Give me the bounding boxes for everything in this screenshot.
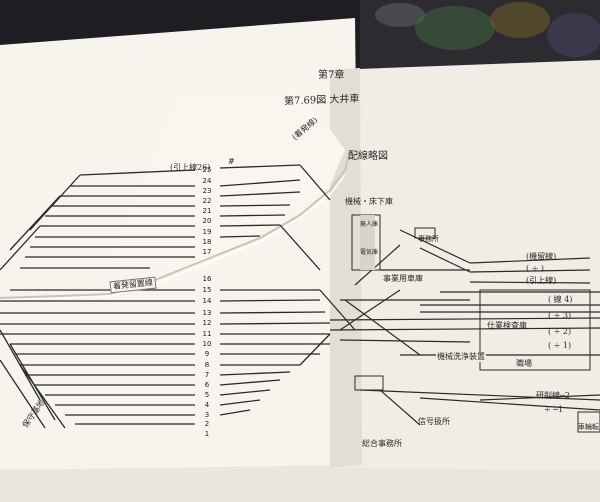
label-line4: ( 線 4) [548,295,573,304]
label-line2: ( ÷ 2) [548,327,572,336]
label-hikiage-26: (引上線26) [170,163,211,172]
track-number: 25 [202,166,212,174]
track-number: 3 [204,411,210,419]
label-hikiage-1: (引上線) [526,276,557,285]
label-shingo: 信号扱所 [418,417,450,426]
track-number: 12 [202,319,212,327]
track-number: 18 [202,238,212,246]
track-number: 14 [202,297,212,305]
label-kenmasen1: ÷ ─1 [544,405,564,414]
track-lines-center [219,164,356,416]
track-number: 19 [202,228,212,236]
track-number: 7 [204,371,210,379]
track-number: 16 [202,275,212,283]
track-number: 15 [202,286,212,294]
track-number: 23 [202,187,212,195]
label-hatsu-line: (機留線) [526,252,557,261]
label-sharyo: 車輪転 [578,423,599,431]
track-number: 10 [202,340,212,348]
track-number: 9 [204,350,210,358]
chapter-label: 第7章 [318,70,345,81]
track-number: 1 [204,430,210,438]
track-number: 6 [204,381,210,389]
track-lines-left [0,169,196,429]
figure-title-tail: 配線略図 [348,151,388,162]
track-number: 21 [202,207,212,215]
track-number: 13 [202,309,212,317]
label-sekkei: 事業用車庫 [383,274,423,283]
track-number: 5 [204,391,210,399]
track-number: 20 [202,217,212,225]
track-number: 4 [204,401,210,409]
label-hash: # [228,157,235,166]
label-line1: ( ÷ 1) [548,341,572,350]
track-number: 8 [204,361,210,369]
label-kenmasen2: 研削線─2 [536,391,570,400]
track-number: 11 [202,330,212,338]
label-jimusho: 事務所 [418,235,439,243]
track-lines-right [329,229,600,426]
label-kikai: 機械・床下庫 [345,197,393,206]
label-denki-ko: 電気庫 [360,249,379,256]
label-line3: ( ÷ 3) [548,311,572,320]
label-mu-ko: 無人庫 [360,221,379,228]
track-number: 24 [202,177,212,185]
label-shiwake: 仕業検査庫 [487,321,527,330]
track-number: 17 [202,248,212,256]
label-wash: 機械洗浄装置 [436,352,486,362]
label-shokudo: 職場 [516,359,532,368]
track-number: 22 [202,197,212,205]
label-sogo: 総合事務所 [362,439,402,448]
track-number: 2 [204,420,210,428]
label-plus: ( ÷ ) [526,264,545,273]
